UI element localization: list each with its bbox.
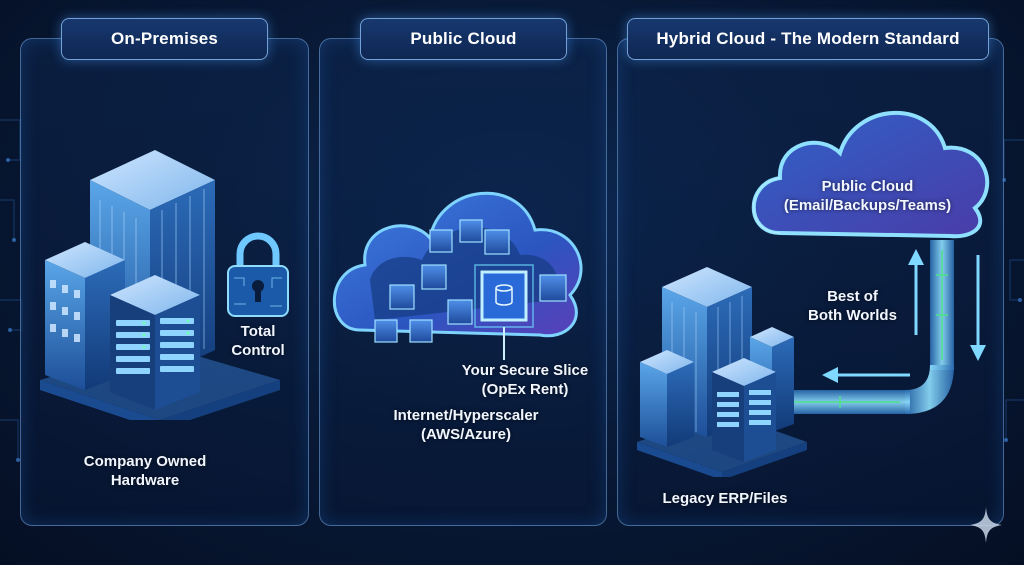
- hybrid-pipe-connection: [760, 240, 986, 414]
- company-hardware-line1: Company Owned: [83, 453, 207, 470]
- total-control-line1: Total: [240, 323, 276, 340]
- hybrid-public-cloud-line2: (Email/Backups/Teams): [783, 197, 952, 214]
- company-hardware-line2: Hardware: [110, 472, 180, 489]
- up-arrow-icon: [908, 249, 924, 265]
- public-cloud-services-icon: [751, 111, 990, 239]
- legacy-datacenter-icon: [637, 267, 807, 477]
- hyperscaler-line1: Internet/Hyperscaler: [393, 407, 539, 424]
- hyperscaler-label: Internet/Hyperscaler (AWS/Azure): [376, 406, 556, 444]
- secure-slice-line1: Your Secure Slice: [461, 362, 589, 379]
- hybrid-public-cloud-label: Public Cloud (Email/Backups/Teams): [760, 177, 975, 215]
- down-arrow-icon: [970, 345, 986, 361]
- padlock-icon: [227, 232, 289, 317]
- legacy-erp-label: Legacy ERP/Files: [662, 490, 788, 507]
- sparkle-icon: [970, 507, 1002, 543]
- on-premises-title: On-Premises: [61, 18, 268, 60]
- secure-slice-label: Your Secure Slice (OpEx Rent): [450, 361, 600, 399]
- hyperscaler-line2: (AWS/Azure): [421, 426, 511, 443]
- company-buildings-icon: [40, 150, 280, 420]
- hybrid-public-cloud-line1: Public Cloud: [821, 178, 914, 195]
- secure-slice-line2: (OpEx Rent): [481, 381, 569, 398]
- best-of-both-worlds-label: Best of Both Worlds: [790, 287, 915, 325]
- total-control-line2: Control: [231, 342, 285, 359]
- best-of-both-line1: Best of: [827, 288, 878, 305]
- hyperscaler-cloud-icon: [332, 191, 583, 360]
- total-control-label: Total Control: [214, 322, 302, 360]
- company-hardware-label: Company Owned Hardware: [50, 452, 240, 490]
- public-cloud-title: Public Cloud: [360, 18, 567, 60]
- hybrid-cloud-title: Hybrid Cloud - The Modern Standard: [627, 18, 989, 60]
- left-arrow-icon: [822, 367, 838, 383]
- best-of-both-line2: Both Worlds: [808, 307, 897, 324]
